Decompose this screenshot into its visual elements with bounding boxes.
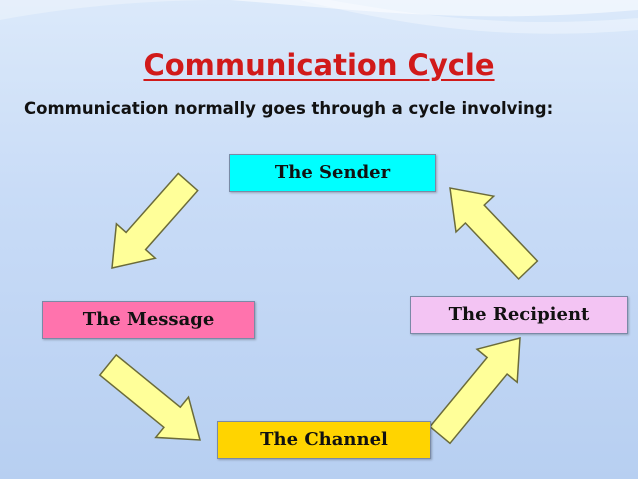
node-message: The Message bbox=[42, 301, 255, 339]
node-channel: The Channel bbox=[217, 421, 431, 459]
node-sender: The Sender bbox=[229, 154, 436, 192]
slide-title: Communication Cycle bbox=[143, 48, 495, 82]
slide-subtitle: Communication normally goes through a cy… bbox=[24, 99, 554, 118]
node-recipient: The Recipient bbox=[410, 296, 628, 334]
